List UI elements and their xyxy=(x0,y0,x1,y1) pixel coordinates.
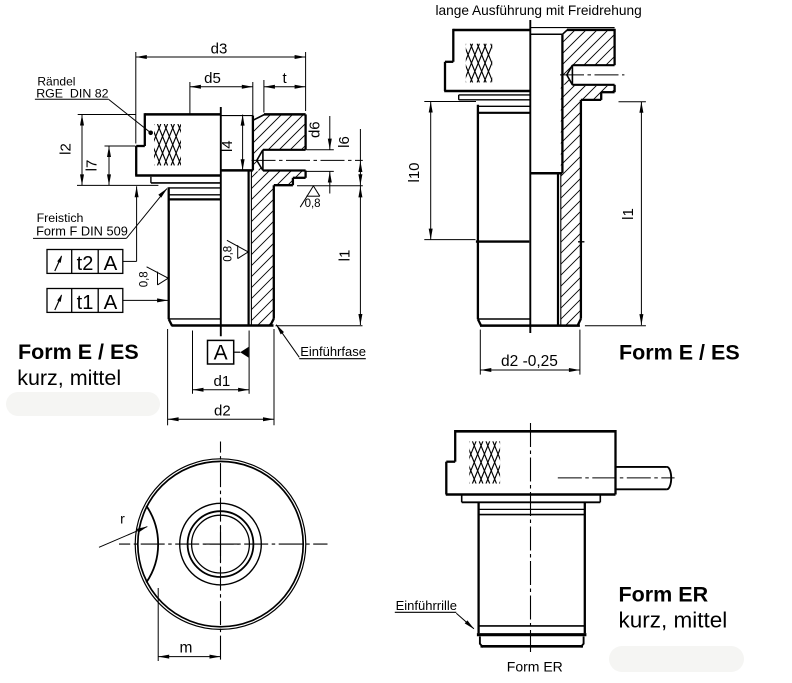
svg-text:Form F DIN 509: Form F DIN 509 xyxy=(36,223,128,238)
svg-text:l10: l10 xyxy=(406,162,423,182)
svg-text:kurz, mittel: kurz, mittel xyxy=(17,366,121,390)
svg-text:Freistich: Freistich xyxy=(37,211,84,225)
svg-text:m: m xyxy=(180,640,193,657)
svg-text:d2 -0,25: d2 -0,25 xyxy=(501,353,558,370)
svg-text:Einführrille: Einführrille xyxy=(396,598,457,613)
svg-text:Form E / ES: Form E / ES xyxy=(18,340,139,364)
svg-text:t1: t1 xyxy=(77,292,94,314)
svg-text:d6: d6 xyxy=(306,121,323,138)
svg-text:l6: l6 xyxy=(336,136,353,148)
svg-text:Form E / ES: Form E / ES xyxy=(619,341,740,365)
svg-text:d5: d5 xyxy=(204,70,221,87)
svg-text:A: A xyxy=(104,252,118,275)
svg-text:t: t xyxy=(283,70,288,87)
svg-text:l2: l2 xyxy=(57,143,74,155)
svg-text:Form ER: Form ER xyxy=(619,583,709,607)
svg-text:t2: t2 xyxy=(77,253,94,275)
svg-text:r: r xyxy=(120,511,125,527)
svg-text:l1: l1 xyxy=(337,250,354,262)
svg-text:lange Ausführung mit Freidrehu: lange Ausführung mit Freidrehung xyxy=(436,3,642,18)
svg-text:RGE DIN 82: RGE DIN 82 xyxy=(36,86,108,100)
svg-text:l4: l4 xyxy=(219,140,236,152)
svg-text:A: A xyxy=(214,342,228,365)
svg-text:0,8: 0,8 xyxy=(223,246,235,262)
svg-text:d1: d1 xyxy=(214,373,231,390)
svg-text:0,8: 0,8 xyxy=(305,198,321,210)
svg-text:A: A xyxy=(104,291,118,314)
svg-text:Einführfase: Einführfase xyxy=(300,344,366,359)
svg-text:0,8: 0,8 xyxy=(139,271,151,287)
svg-text:l7: l7 xyxy=(83,160,100,172)
svg-text:d3: d3 xyxy=(211,41,228,58)
svg-text:Form ER: Form ER xyxy=(507,659,563,675)
svg-text:d2: d2 xyxy=(214,403,231,420)
svg-text:Rändel: Rändel xyxy=(37,75,75,89)
svg-text:l1: l1 xyxy=(620,208,637,220)
svg-text:kurz, mittel: kurz, mittel xyxy=(619,607,728,632)
